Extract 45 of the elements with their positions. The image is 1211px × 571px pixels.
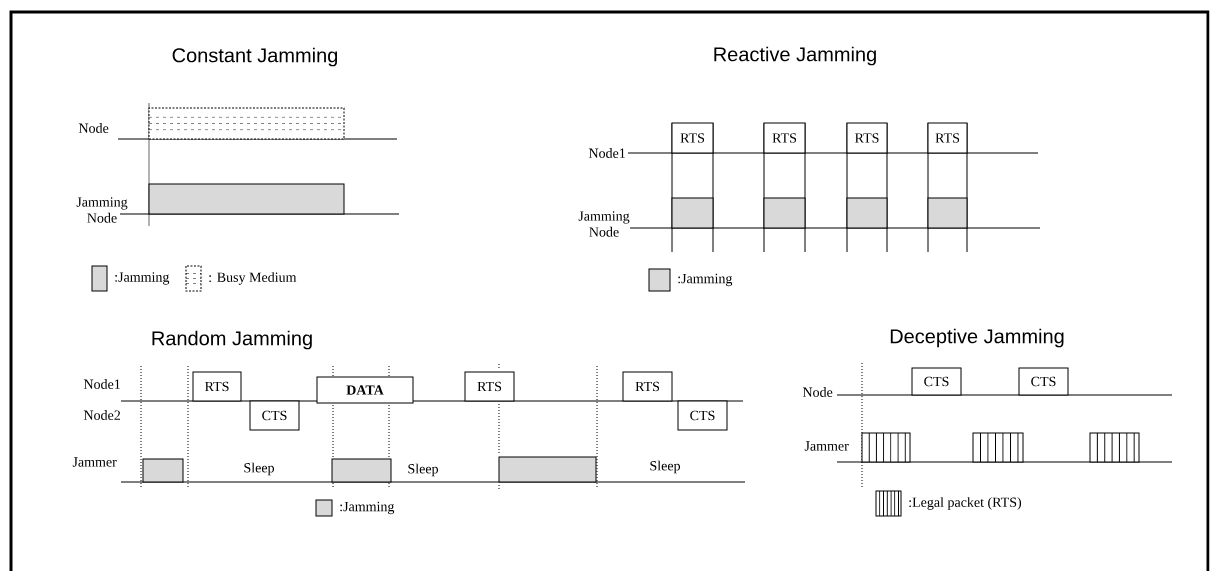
packet-box: RTS: [464, 371, 515, 402]
signal-label: Node: [78, 123, 109, 133]
jamming-burst-box: [927, 197, 968, 229]
jamming-burst-box: [763, 197, 806, 229]
packet-box: RTS: [846, 122, 888, 154]
legend-label: :Jamming: [340, 501, 395, 515]
signal-label: Jammer: [72, 457, 117, 467]
signal-label: Jammer: [804, 441, 849, 451]
packet-box: RTS: [763, 122, 806, 154]
legend-label: :Jamming: [678, 273, 733, 287]
signal-label: Node1: [588, 148, 625, 158]
jamming-burst-box: [498, 456, 597, 483]
jamming-burst-box: [671, 197, 714, 229]
packet-box: RTS: [192, 371, 242, 402]
signal-label: Node1: [83, 379, 120, 389]
state-label: Sleep: [650, 460, 680, 474]
panel-title: Constant Jamming: [172, 47, 338, 67]
jamming-burst-box: [148, 183, 345, 215]
signal-label: Node: [802, 387, 833, 397]
state-label: Sleep: [408, 463, 438, 477]
jamming-burst-box: [142, 458, 184, 483]
panel-title: Reactive Jamming: [714, 46, 876, 66]
packet-box: CTS: [249, 400, 300, 431]
state-label: Sleep: [244, 462, 274, 476]
legend-label: : Busy Medium: [209, 272, 297, 285]
panel-title: Deceptive Jamming: [890, 328, 1064, 348]
signal-label: Jamming Node: [76, 197, 128, 223]
legend-label: :Legal packet (RTS): [909, 497, 1022, 510]
signal-label: Jamming Node: [578, 211, 630, 237]
legal-packet-box: [972, 432, 1024, 463]
packet-box: CTS: [911, 367, 962, 396]
jamming-burst-box: [846, 197, 888, 229]
packet-box: CTS: [1018, 367, 1069, 396]
legend-label: :Jamming: [115, 272, 170, 285]
packet-box: RTS: [927, 122, 968, 154]
legal-packet-box: [861, 432, 911, 463]
panel-title: Random Jamming: [152, 330, 312, 350]
busy-medium-box: [148, 107, 345, 140]
packet-box: RTS: [622, 371, 673, 402]
packet-box: CTS: [677, 400, 728, 431]
packet-box: RTS: [671, 122, 714, 154]
packet-box: DATA: [316, 376, 414, 404]
legal-packet-box: [1089, 432, 1140, 463]
jamming-burst-box: [331, 458, 392, 483]
signal-label: Node2: [83, 410, 121, 420]
